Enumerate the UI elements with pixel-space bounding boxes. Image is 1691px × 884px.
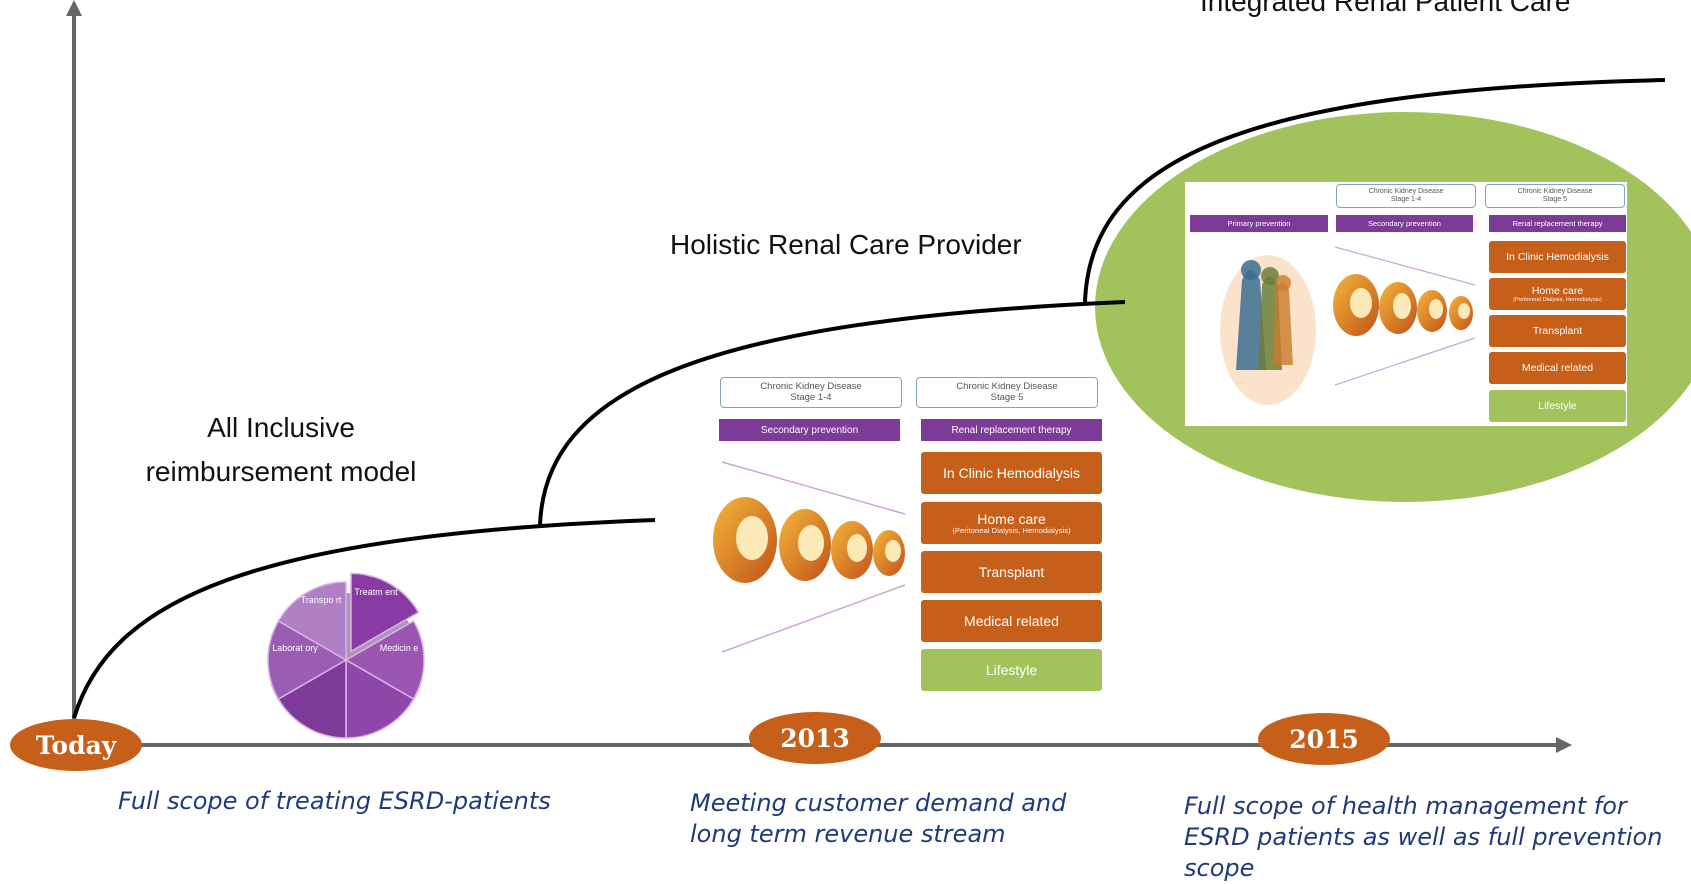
kidney-icon: [713, 497, 777, 583]
home-care-sublabel: (Peritoneal Dialysis, Hemodialysis): [1513, 296, 1602, 303]
pie-slice: [277, 581, 347, 662]
in-clinic-hemodialysis-label: In Clinic Hemodialysis: [943, 464, 1080, 481]
medical-related-box: Medical related: [1489, 352, 1626, 384]
stage2-title: Holistic Renal Care Provider: [670, 229, 1022, 260]
medical-related-box: Medical related: [921, 600, 1102, 642]
pie-chart: [267, 572, 425, 739]
renal-replacement-bar: Renal replacement therapy: [921, 419, 1102, 441]
pie-slice: [344, 619, 425, 701]
pie-label-laboratory: Laborat ory: [272, 643, 318, 653]
transplant-box: Transplant: [921, 551, 1102, 593]
lifestyle-box: Lifestyle: [921, 649, 1102, 691]
kidney-illustration-2015: [1333, 246, 1476, 386]
pie-slice: [267, 619, 348, 701]
in-clinic-hemodialysis-box: In Clinic Hemodialysis: [1489, 241, 1626, 273]
pie-slice: [277, 658, 347, 739]
milestone-2015: 2015: [1258, 713, 1390, 765]
pie-slice: [350, 572, 420, 653]
ckd-stage-5-label: Chronic Kidney Disease Stage 5: [956, 380, 1058, 403]
ckd-stage-5-header: Chronic Kidney Disease Stage 5: [1485, 184, 1625, 208]
curve-stage2: [538, 300, 1126, 526]
home-care-label: Home care: [1531, 284, 1584, 297]
transplant-label: Transplant: [978, 563, 1045, 580]
x-axis-arrowhead: [1556, 737, 1572, 753]
ckd-stage-1-4-header: Chronic Kidney Disease Stage 1-4: [720, 377, 902, 408]
home-care-sublabel: (Peritoneal Dialysis, Hemodialysis): [952, 525, 1071, 535]
caption-today: Full scope of treating ESRD-patients: [118, 787, 551, 815]
y-axis-arrowhead: [66, 0, 82, 16]
ckd-stage-1-4-label: Chronic Kidney Disease Stage 1-4: [1368, 187, 1444, 203]
stage1-title-line1: All Inclusive: [207, 412, 355, 443]
kidney-icon: [1449, 296, 1473, 330]
milestone-today: Today: [10, 719, 142, 771]
kidney-icon: [1417, 290, 1447, 332]
stage1-title-line2: reimbursement model: [145, 456, 417, 487]
pie-label-medicine: Medicin e: [379, 643, 419, 653]
home-care-box: Home care (Peritoneal Dialysis, Hemodial…: [1489, 278, 1626, 310]
secondary-prevention-bar: Secondary prevention: [1336, 215, 1473, 232]
pie-slice: [345, 658, 415, 739]
ckd-stage-5-label: Chronic Kidney Disease Stage 5: [1517, 187, 1593, 203]
ckd-stage-5-header: Chronic Kidney Disease Stage 5: [916, 377, 1098, 408]
home-care-box: Home care (Peritoneal Dialysis, Hemodial…: [921, 502, 1102, 544]
caption-2013: Meeting customer demand and long term re…: [690, 789, 1067, 848]
kidney-icon: [1333, 274, 1379, 336]
ckd-stage-1-4-label: Chronic Kidney Disease Stage 1-4: [760, 380, 862, 403]
primary-prevention-bar: Primary prevention: [1190, 215, 1328, 232]
medical-related-label: Medical related: [1521, 361, 1594, 374]
renal-replacement-bar: Renal replacement therapy: [1489, 215, 1626, 232]
stage3-title: Integrated Renal Patient Care: [1200, 0, 1571, 17]
secondary-prevention-bar: Secondary prevention: [719, 419, 900, 441]
kidney-icon: [873, 530, 905, 576]
in-clinic-hemodialysis-box: In Clinic Hemodialysis: [921, 452, 1102, 494]
transplant-label: Transplant: [1532, 324, 1583, 337]
people-illustration: [1220, 255, 1316, 405]
transplant-box: Transplant: [1489, 315, 1626, 347]
curve-stage3: [1083, 78, 1666, 303]
medical-related-label: Medical related: [964, 612, 1059, 629]
ckd-stage-1-4-header: Chronic Kidney Disease Stage 1-4: [1336, 184, 1476, 208]
lifestyle-box: Lifestyle: [1489, 390, 1626, 422]
caption-2015: Full scope of health management for ESRD…: [1184, 792, 1663, 882]
kidney-illustration-2013: [713, 461, 906, 653]
pie-label-treatment: Treatm ent: [354, 587, 398, 597]
kidney-icon: [779, 509, 831, 581]
kidney-icon: [831, 521, 873, 579]
pie-label-transport: Transpo rt: [300, 595, 342, 605]
curve-stage1: [72, 518, 656, 719]
home-care-label: Home care: [977, 510, 1046, 527]
kidney-icon: [1379, 282, 1417, 334]
milestone-2013: 2013: [749, 712, 881, 764]
in-clinic-hemodialysis-label: In Clinic Hemodialysis: [1506, 250, 1609, 263]
